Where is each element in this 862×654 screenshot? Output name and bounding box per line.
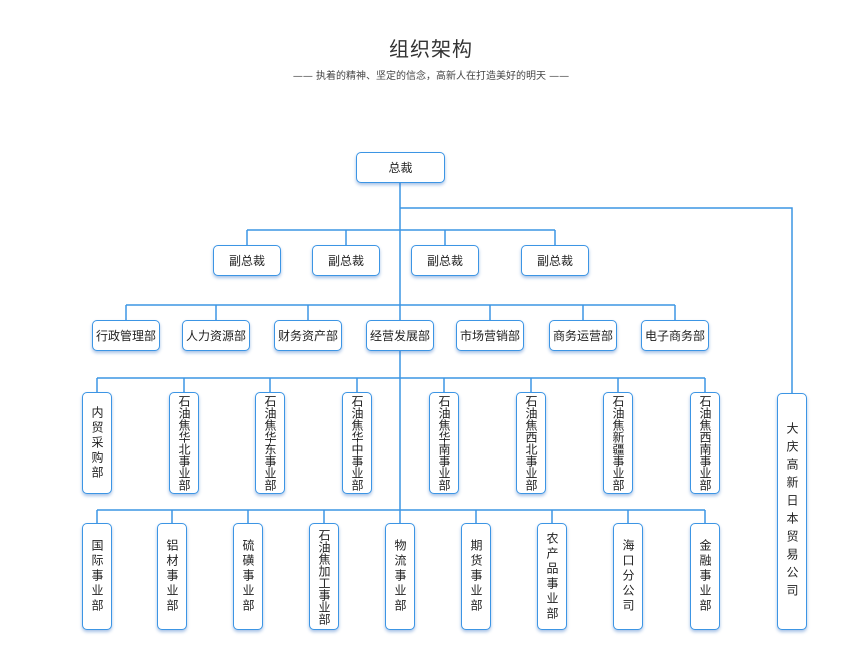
- node-division: 石油焦西北事业部: [516, 392, 546, 494]
- node-division: 硫磺事业部: [233, 523, 263, 630]
- node-division: 内贸采购部: [82, 392, 112, 494]
- node-division: 石油焦新疆事业部: [603, 392, 633, 494]
- node-department: 财务资产部: [274, 320, 342, 351]
- node-division: 海口分公司: [613, 523, 643, 630]
- page-title: 组织架构: [389, 37, 473, 61]
- node-division: 石油焦华中事业部: [342, 392, 372, 494]
- node-division: 金融事业部: [690, 523, 720, 630]
- node-division: 物流事业部: [385, 523, 415, 630]
- subsidiary-connector: [400, 207, 793, 393]
- node-department: 电子商务部: [641, 320, 709, 351]
- node-division: 石油焦华东事业部: [255, 392, 285, 494]
- node-vp: 副总裁: [213, 245, 281, 276]
- node-department: 商务运营部: [549, 320, 617, 351]
- node-division: 石油焦华北事业部: [169, 392, 199, 494]
- node-ceo: 总裁: [356, 152, 445, 183]
- node-division: 农产品事业部: [537, 523, 567, 630]
- node-vp: 副总裁: [312, 245, 380, 276]
- node-subsidiary: 大庆高新日本贸易公司: [777, 393, 807, 630]
- node-department: 人力资源部: [182, 320, 250, 351]
- node-department: 市场营销部: [456, 320, 524, 351]
- node-division: 铝材事业部: [157, 523, 187, 630]
- node-vp: 副总裁: [521, 245, 589, 276]
- node-vp: 副总裁: [411, 245, 479, 276]
- node-department: 行政管理部: [92, 320, 160, 351]
- node-division: 国际事业部: [82, 523, 112, 630]
- node-department: 经营发展部: [366, 320, 434, 351]
- node-division: 期货事业部: [461, 523, 491, 630]
- page-subtitle: —— 执着的精神、坚定的信念，高新人在打造美好的明天 ——: [292, 71, 570, 82]
- node-division: 石油焦加工事业部: [309, 523, 339, 630]
- node-division: 石油焦华南事业部: [429, 392, 459, 494]
- node-division: 石油焦西南事业部: [690, 392, 720, 494]
